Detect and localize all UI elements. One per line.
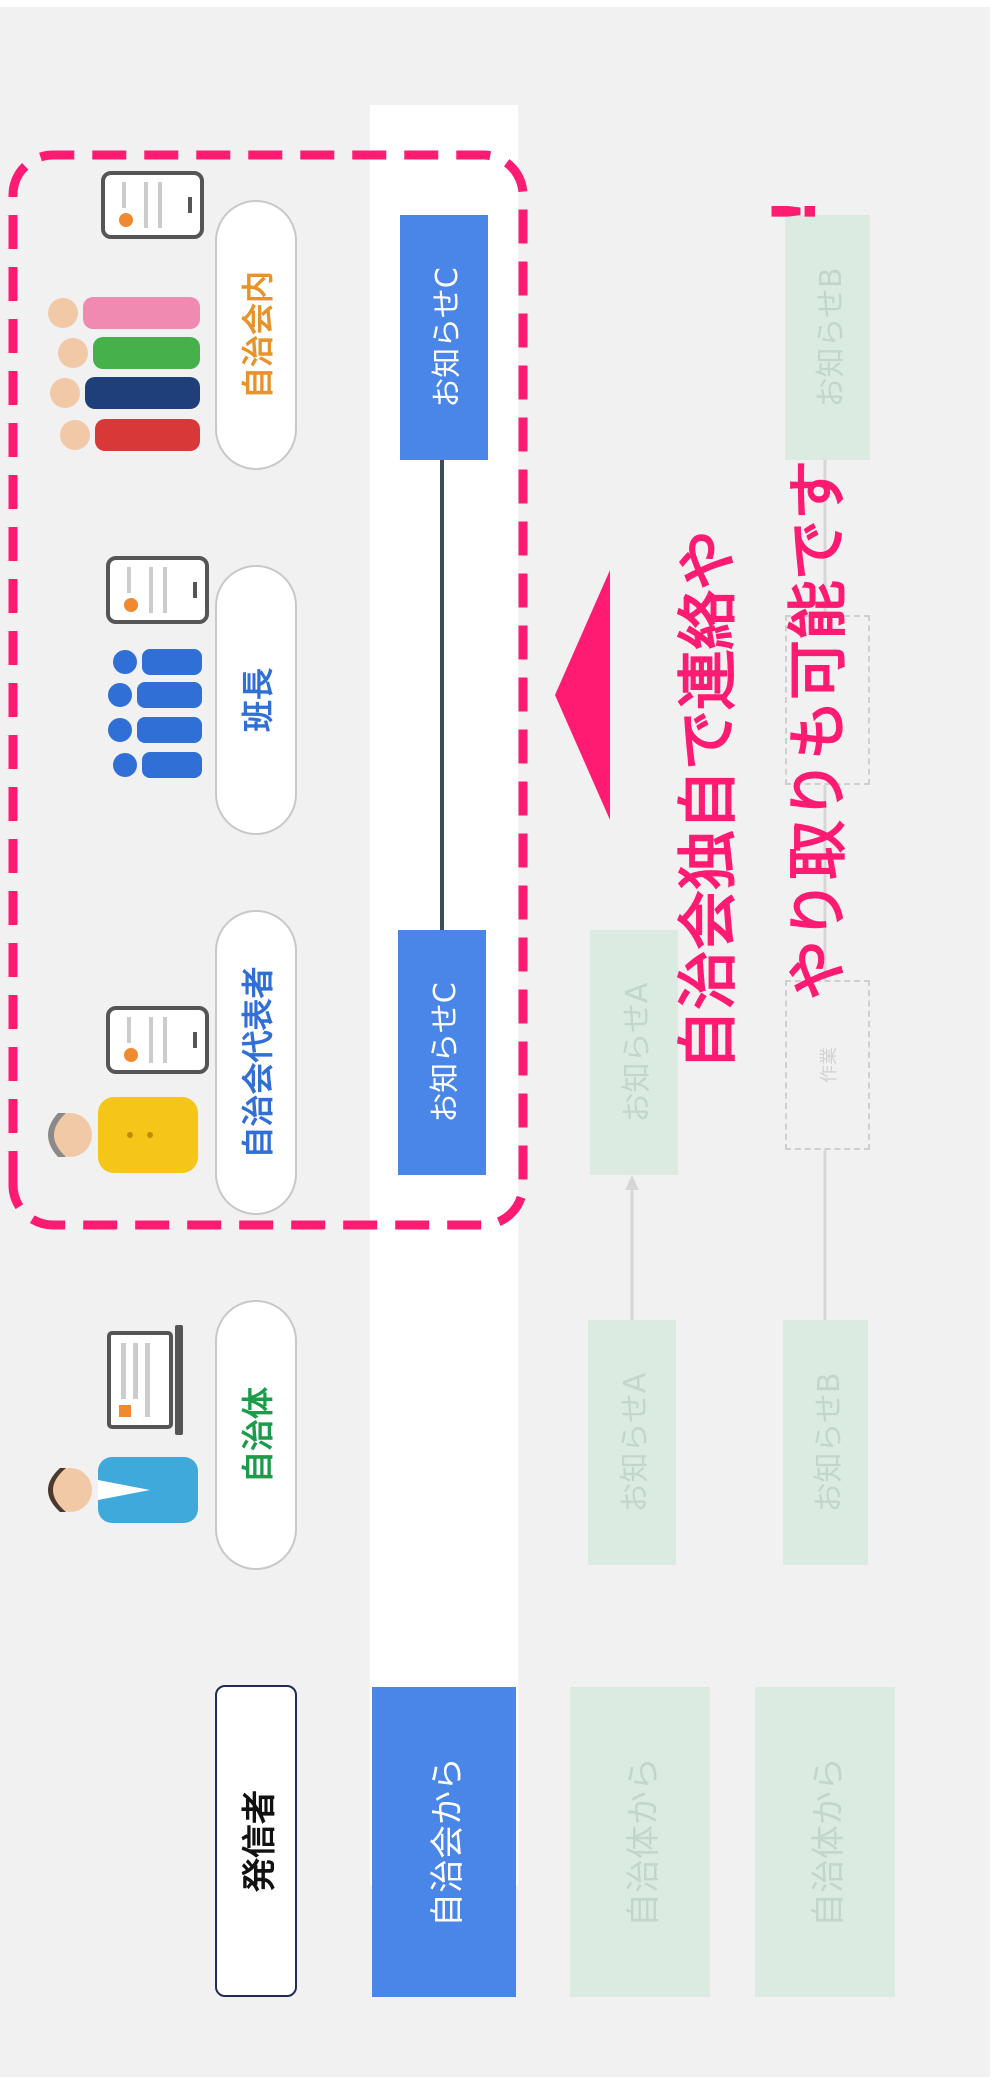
municipality-row-b-label: 自治体から xyxy=(755,1687,895,1997)
headline-exclamation: ! xyxy=(760,197,830,225)
sender-header: 発信者 xyxy=(215,1685,297,1997)
municipality-label: 自治体 xyxy=(215,1300,297,1570)
highlight-frame xyxy=(8,150,528,1230)
smartphone-icon xyxy=(105,1005,210,1075)
smartphone-icon xyxy=(105,555,210,625)
community-members-icon xyxy=(35,285,215,465)
association-row-label: 自治会から xyxy=(372,1687,516,1997)
headline-line-2: やり取りも可能です xyxy=(784,460,854,1000)
laptop-icon xyxy=(105,1325,190,1435)
pointer-triangle xyxy=(555,570,610,820)
flow-arrow-a xyxy=(622,1175,642,1320)
notice-a-start: お知らせA xyxy=(588,1320,676,1565)
notice-b-start: お知らせB xyxy=(783,1320,868,1565)
work-step-box: 作業 xyxy=(785,980,870,1150)
municipality-officer-icon xyxy=(40,1435,210,1545)
representative-person-icon xyxy=(40,1075,210,1195)
team-leader-group-icon xyxy=(100,640,210,790)
headline-line-1: 自治会独自で連絡や xyxy=(674,530,744,1070)
smartphone-icon xyxy=(100,170,205,240)
municipality-row-a-label: 自治体から xyxy=(570,1687,710,1997)
